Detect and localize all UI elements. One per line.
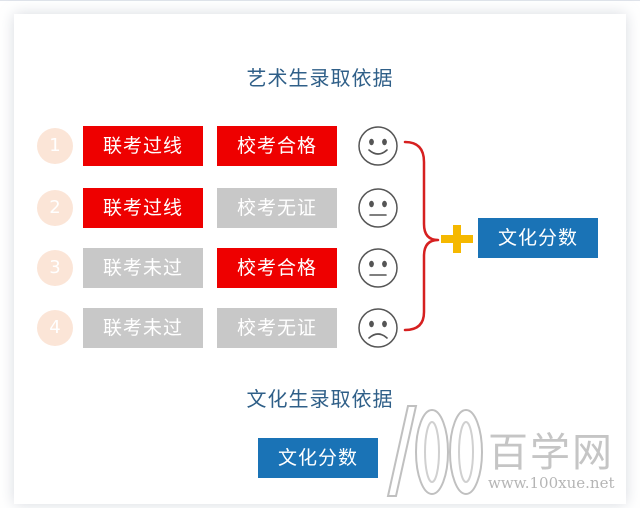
school-exam-label: 校考合格	[217, 248, 337, 288]
sad-face-icon	[358, 308, 398, 348]
joint-exam-label: 联考过线	[83, 126, 203, 166]
culture-score-box: 文化分数	[258, 438, 378, 478]
neutral-face-icon	[358, 188, 398, 228]
culture-heading: 文化生录取依据	[246, 387, 394, 411]
condition-row: 4 联考未过 校考无证	[0, 306, 640, 350]
joint-exam-label: 联考过线	[83, 188, 203, 228]
joint-exam-label: 联考未过	[83, 308, 203, 348]
row-number-badge: 3	[37, 250, 73, 286]
school-exam-label: 校考合格	[217, 126, 337, 166]
culture-score-box: 文化分数	[478, 218, 598, 258]
plus-icon	[441, 225, 473, 253]
school-exam-label: 校考无证	[217, 188, 337, 228]
row-number-badge: 1	[37, 128, 73, 164]
condition-row: 3 联考未过 校考合格	[0, 246, 640, 290]
happy-face-icon	[358, 126, 398, 166]
top-divider	[0, 0, 640, 1]
art-heading: 艺术生录取依据	[246, 66, 394, 90]
joint-exam-label: 联考未过	[83, 248, 203, 288]
school-exam-label: 校考无证	[217, 308, 337, 348]
watermark-url: www.100xue.net	[488, 474, 615, 492]
row-number-badge: 2	[37, 190, 73, 226]
watermark-chinese: 百学网	[488, 430, 614, 476]
watermark-logo	[386, 405, 483, 497]
row-number-badge: 4	[37, 310, 73, 346]
condition-row: 2 联考过线 校考无证	[0, 186, 640, 230]
condition-row: 1 联考过线 校考合格	[0, 124, 640, 168]
neutral-face-icon	[358, 248, 398, 288]
